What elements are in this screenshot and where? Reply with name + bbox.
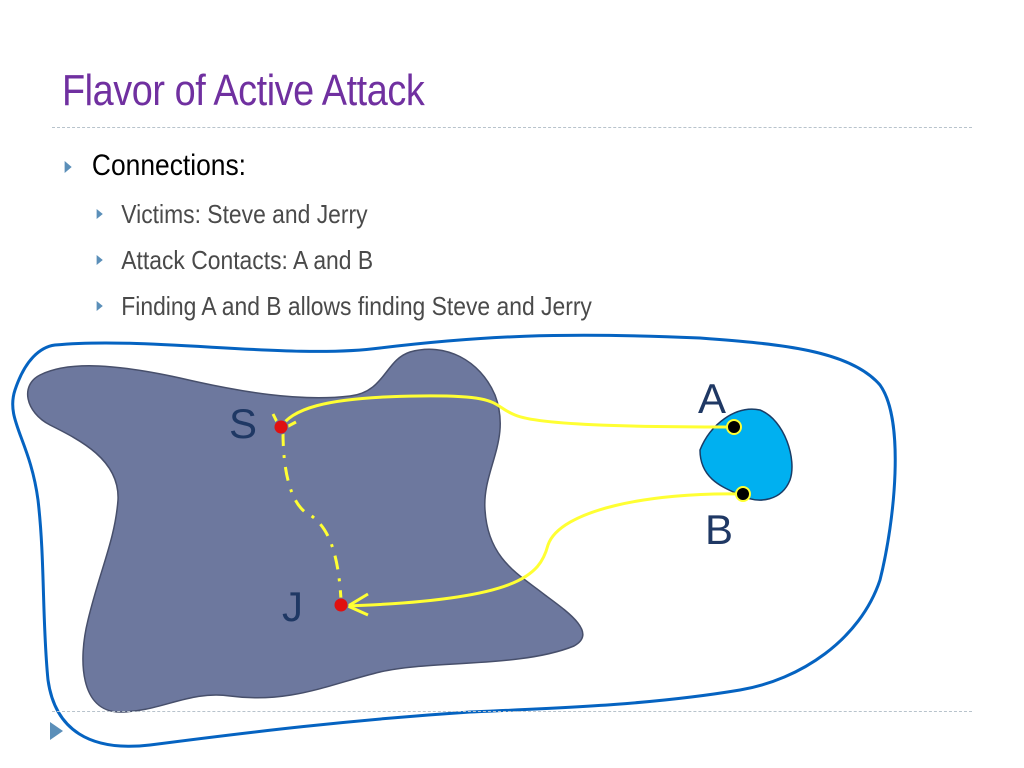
bullet-item-attack-contacts: Attack Contacts: A and B (94, 245, 373, 276)
bullet-text: Connections: (91, 149, 247, 182)
bullet-item-connections: Connections: (62, 149, 246, 183)
bullet-marker-icon (96, 301, 103, 311)
next-slide-arrow-icon[interactable] (50, 722, 63, 740)
network-outline (11, 333, 897, 748)
attacker-region (699, 408, 793, 501)
footer-divider (52, 711, 972, 712)
title-divider (52, 127, 972, 128)
node-label-a: A (698, 375, 726, 422)
bullet-item-finding: Finding A and B allows finding Steve and… (94, 291, 592, 322)
node-a (726, 419, 742, 435)
node-label-s: S (229, 400, 257, 447)
bullet-item-victims: Victims: Steve and Jerry (94, 199, 368, 230)
node-j (333, 597, 349, 613)
bullet-marker-icon (96, 209, 103, 219)
node-label-j: J (282, 583, 303, 630)
slide-title: Flavor of Active Attack (62, 66, 425, 115)
bullet-text: Victims: Steve and Jerry (121, 199, 368, 229)
victim-region (26, 348, 584, 713)
node-label-b: B (705, 506, 733, 553)
bullet-marker-icon (64, 161, 72, 173)
edge-s-to-j (281, 431, 343, 601)
edge-b-to-j (345, 492, 743, 608)
bullet-marker-icon (96, 255, 103, 265)
bullet-text: Attack Contacts: A and B (121, 245, 374, 275)
node-b (735, 486, 751, 502)
edge-a-to-s (278, 394, 734, 429)
bullet-text: Finding A and B allows finding Steve and… (121, 291, 592, 321)
node-s (273, 419, 289, 435)
